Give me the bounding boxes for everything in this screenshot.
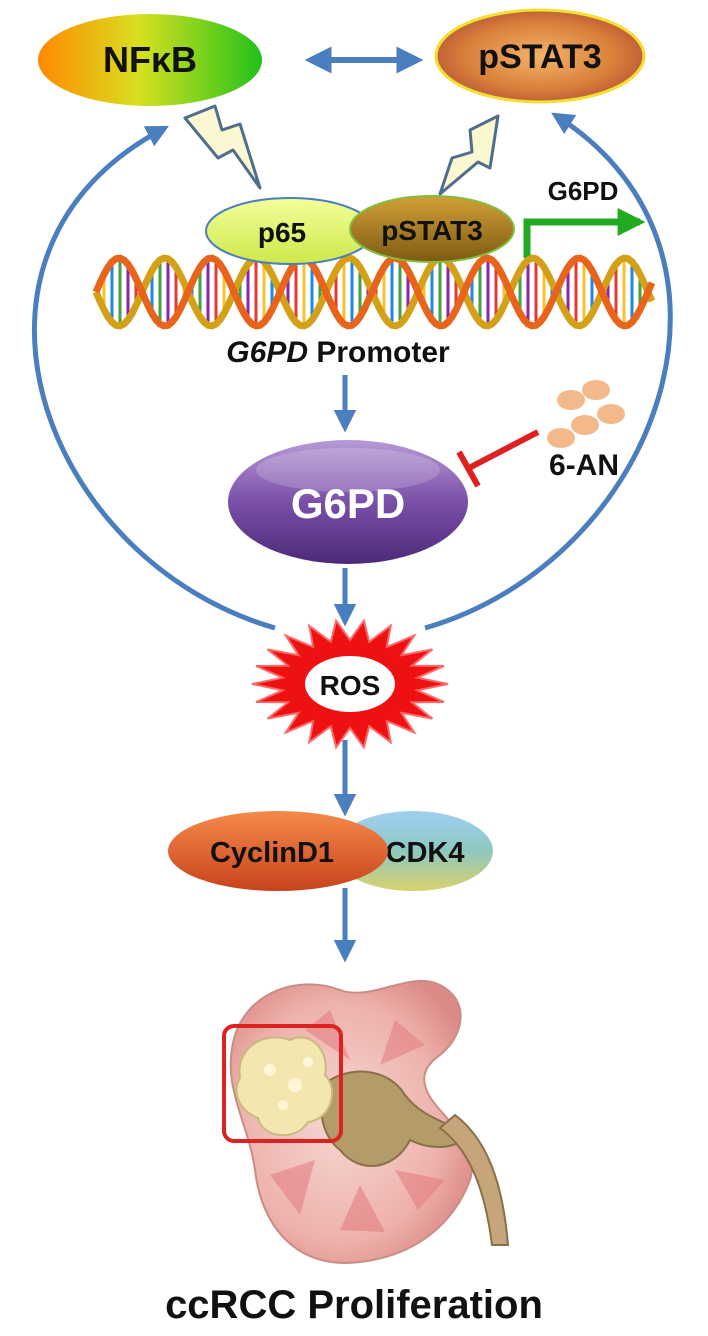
molecule-dots-icon: [547, 380, 625, 448]
feedback-arrow-to-nfkb: [31, 125, 276, 631]
promoter-gene-name: G6PD: [226, 336, 308, 369]
cyclind1-node: CyclinD1: [168, 811, 388, 891]
p65-label: p65: [258, 217, 306, 248]
cdk4-label: CDK4: [386, 837, 465, 869]
g6pd-transcript-label: G6PD: [548, 176, 619, 206]
renal-pelvis: [320, 1070, 472, 1167]
pstat3-label: pSTAT3: [478, 38, 601, 76]
pstat3-bound-label: pSTAT3: [381, 215, 483, 246]
lightning-bolt-icon: [183, 104, 262, 190]
ureter: [438, 1113, 510, 1246]
pstat3-bound-node: pSTAT3: [349, 195, 515, 263]
g6pd-enzyme-label: G6PD: [291, 480, 405, 527]
dna-strand: [92, 254, 656, 330]
nfkb-label: NFκB: [103, 39, 197, 80]
promoter-word: Promoter: [316, 336, 450, 369]
dna-helix-icon: [92, 254, 656, 330]
transcription-arrow: [523, 208, 646, 258]
tumor-highlight-box: [222, 1024, 343, 1143]
g6pd-enzyme-node: G6PD: [228, 440, 468, 564]
p65-node: p65: [205, 197, 375, 265]
inhibitor-label: 6-AN: [549, 449, 619, 482]
outcome-label: ccRCC Proliferation: [165, 1283, 543, 1327]
inhibition-bar: [456, 450, 481, 488]
pstat3-node: pSTAT3: [434, 8, 646, 104]
feedback-arrow-to-pstat3: [424, 112, 673, 631]
ros-label: ROS: [320, 670, 381, 701]
ros-node: ROS: [251, 618, 449, 750]
kidney-illustration: [222, 979, 510, 1264]
promoter-label: G6PD Promoter: [226, 336, 450, 369]
lightning-bolt-icon: [438, 114, 500, 196]
inhibition-line: [467, 429, 540, 471]
nfkb-node: NFκB: [38, 14, 262, 106]
cyclind1-label: CyclinD1: [210, 837, 334, 869]
